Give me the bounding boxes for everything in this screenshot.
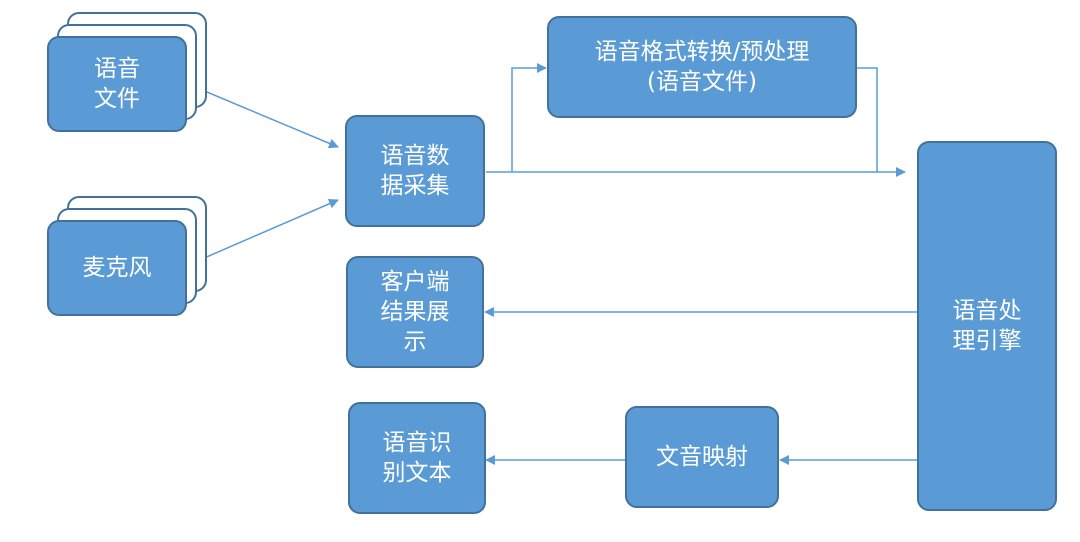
client-display-node: 客户端 结果展 示 (346, 256, 484, 368)
recognized-text-label: 语音识 别文本 (382, 430, 452, 486)
recognized-text-node: 语音识 别文本 (348, 402, 486, 514)
format-convert-node: 语音格式转换/预处理 (语音文件) (547, 16, 857, 118)
microphone-label: 麦克风 (82, 255, 152, 281)
voice-file-node: 语音 文件 (47, 36, 187, 132)
connector-format-convert-to-engine (857, 67, 878, 172)
engine-node: 语音处 理引擎 (917, 141, 1057, 511)
data-capture-node: 语音数 据采集 (345, 115, 485, 227)
format-convert-label: 语音格式转换/预处理 (语音文件) (594, 39, 810, 95)
microphone-node: 麦克风 (47, 220, 187, 316)
arrow-capture-to-format-convert (511, 63, 547, 172)
arrow-voice-file-to-capture (194, 86, 339, 149)
text-mapping-label: 文音映射 (656, 444, 748, 470)
engine-label: 语音处 理引擎 (952, 298, 1022, 354)
text-mapping-node: 文音映射 (625, 406, 779, 508)
data-capture-label: 语音数 据采集 (380, 143, 450, 199)
arrow-microphone-to-capture (194, 198, 339, 263)
client-display-label: 客户端 结果展 示 (380, 269, 450, 355)
voice-file-label: 语音 文件 (94, 56, 140, 112)
